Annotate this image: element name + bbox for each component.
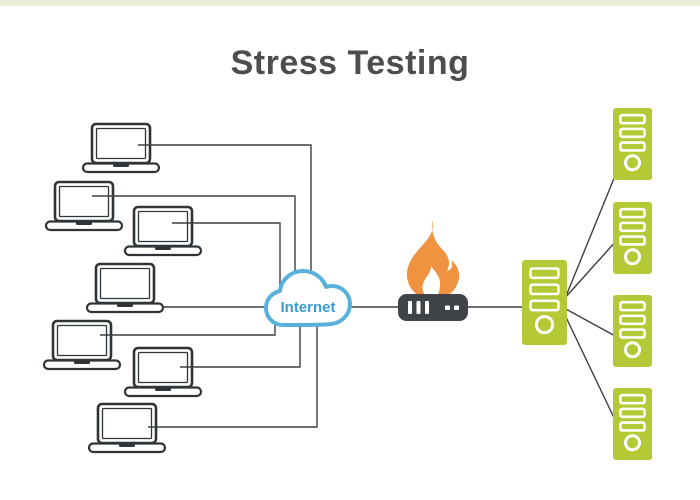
- main-server-icon: [522, 260, 567, 345]
- connection-line: [563, 312, 618, 425]
- router-port-bar: [408, 301, 412, 314]
- server-body: [522, 260, 567, 345]
- server-body: [613, 202, 652, 274]
- server-slot-bar: [619, 207, 646, 219]
- laptop-base-notch: [117, 303, 133, 307]
- connection-line: [148, 305, 318, 428]
- server-body: [613, 108, 652, 180]
- target-server-icon: [613, 108, 652, 180]
- laptop-icon: [87, 402, 167, 454]
- laptop-base-notch: [74, 360, 90, 364]
- laptop-icon: [85, 262, 165, 314]
- connection-edges: [92, 144, 618, 428]
- server-body: [613, 388, 652, 460]
- server-power-circle: [623, 154, 642, 172]
- flame-outer: [406, 220, 460, 300]
- server-power-circle: [623, 341, 642, 359]
- fire-icon: [406, 220, 460, 300]
- router-indicator-dot: [454, 305, 459, 310]
- target-server-icon: [613, 202, 652, 274]
- page-title: Stress Testing: [230, 44, 470, 82]
- connection-line: [138, 144, 312, 295]
- server-power-circle: [623, 434, 642, 452]
- server-power-circle: [534, 315, 555, 335]
- connection-line: [563, 307, 618, 338]
- laptop-screen-inner: [137, 210, 189, 243]
- server-slot-bar: [619, 127, 646, 139]
- laptop-icon: [44, 180, 124, 232]
- target-server-icon: [613, 295, 652, 367]
- server-slot-bar: [529, 267, 560, 280]
- laptop-icon: [123, 205, 203, 257]
- router-indicator-dot: [445, 305, 450, 310]
- cloud-label: Internet: [280, 299, 335, 316]
- laptop-icon: [81, 122, 161, 174]
- connection-line: [172, 222, 281, 295]
- laptop-icon: [42, 319, 122, 371]
- laptop-icon: [123, 346, 203, 398]
- top-accent-bar: [0, 0, 700, 6]
- target-server-icon: [613, 388, 652, 460]
- server-slot-bar: [529, 299, 560, 312]
- flame-inner: [422, 266, 440, 300]
- server-slot-bar: [619, 407, 646, 419]
- server-slot-bar: [619, 328, 646, 339]
- laptop-base-notch: [76, 221, 92, 225]
- server-slot-bar: [529, 283, 560, 296]
- server-slot-bar: [619, 314, 646, 326]
- internet-cloud-icon: Internet: [264, 269, 352, 327]
- router-port-bar: [425, 301, 429, 314]
- laptop-screen-inner: [58, 185, 110, 218]
- router-body: [398, 294, 468, 321]
- router-port-bar: [416, 301, 421, 314]
- cloud-shape: [264, 269, 352, 327]
- connection-line: [92, 195, 296, 295]
- laptop-screen-inner: [101, 407, 153, 440]
- connection-line: [563, 239, 618, 300]
- server-slot-bar: [619, 221, 646, 233]
- server-slot-bar: [619, 141, 646, 152]
- server-power-circle: [623, 248, 642, 266]
- laptop-screen-inner: [56, 324, 108, 357]
- laptop-base-notch: [119, 443, 135, 447]
- server-body: [613, 295, 652, 367]
- laptop-base-notch: [155, 246, 171, 250]
- connection-line: [563, 170, 618, 302]
- router-icon: [398, 294, 468, 321]
- server-slot-bar: [619, 113, 646, 125]
- laptop-base-notch: [155, 387, 171, 391]
- laptop-screen-inner: [95, 127, 147, 160]
- server-slot-bar: [619, 235, 646, 246]
- server-slot-bar: [619, 393, 646, 405]
- laptop-base-notch: [113, 163, 129, 167]
- server-slot-bar: [619, 300, 646, 312]
- laptop-screen-inner: [99, 267, 151, 300]
- server-slot-bar: [619, 421, 646, 432]
